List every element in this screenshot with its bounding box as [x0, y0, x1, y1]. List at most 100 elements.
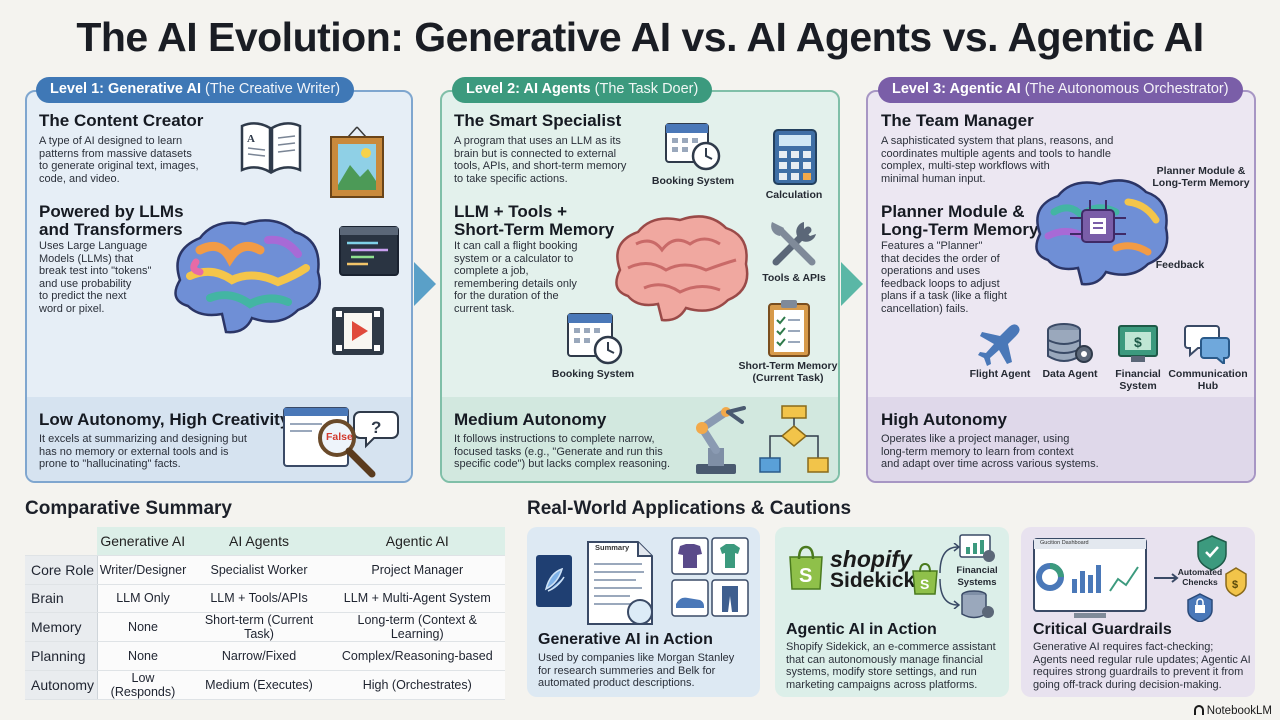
flow-arrow-2 — [841, 262, 863, 306]
money-screen-icon: $ — [1118, 325, 1158, 362]
magnifier-false-icon: ? — [283, 407, 399, 478]
database-gear-icon — [1047, 323, 1093, 363]
table-cell: None — [97, 612, 189, 643]
clipboard-checklist-icon — [768, 300, 810, 357]
booking-system-label-2: Booking System — [551, 368, 635, 380]
feedback-label: Feedback — [1155, 259, 1205, 271]
level-1-heading: The Content Creator — [39, 111, 204, 130]
data-agent-label: Data Agent — [1042, 368, 1098, 380]
table-cell: Long-term (Context & Learning) — [329, 612, 505, 643]
col-header: AI Agents — [188, 527, 330, 557]
summary-doc-label: Summary — [595, 543, 630, 552]
level-3-subdesc: Features a "Planner"that decides the ord… — [881, 240, 1007, 315]
flight-agent-label: Flight Agent — [969, 368, 1031, 380]
svg-text:S: S — [799, 565, 812, 587]
level-3-footer — [868, 397, 1254, 481]
row-label: Memory — [25, 612, 98, 643]
col-header: Generative AI — [97, 527, 189, 557]
level-2-autonomy-heading: Medium Autonomy — [454, 410, 607, 429]
row-label: Brain — [25, 584, 98, 614]
calendar-clock-icon — [567, 313, 623, 365]
book-icon: A — [240, 122, 302, 175]
robot-arm-icon — [696, 406, 746, 474]
brain-icon — [615, 215, 749, 322]
chat-bubbles-icon — [1184, 325, 1230, 364]
table-cell: Specialist Worker — [188, 555, 330, 585]
table-cell: Project Manager — [329, 555, 505, 585]
shopify-bag-icon: S — [789, 545, 823, 590]
video-play-icon — [332, 307, 384, 355]
calendar-clock-icon — [665, 123, 721, 171]
row-label: Planning — [25, 641, 98, 671]
generative-ai-card-heading: Generative AI in Action — [538, 631, 713, 648]
code-window-icon — [339, 226, 399, 276]
level-3-desc: A saphisticated system that plans, reaso… — [881, 135, 1114, 185]
dashboard-monitor-icon — [1033, 538, 1147, 618]
row-label: Autonomy — [25, 670, 98, 700]
summary-document-icon — [587, 541, 653, 625]
svg-text:A: A — [247, 133, 255, 145]
table-cell: Complex/Reasoning-based — [329, 641, 505, 671]
table-row: Autonomy Low (Responds) Medium (Executes… — [25, 670, 505, 700]
level-3-autonomy-heading: High Autonomy — [881, 410, 1007, 429]
svg-text:$: $ — [1232, 579, 1238, 591]
col-header: Agentic AI — [329, 527, 505, 557]
picture-frame-icon — [330, 126, 384, 198]
table-cell: LLM + Multi-Agent System — [329, 584, 505, 614]
notebooklm-logo-icon — [1193, 705, 1204, 715]
svg-text:$: $ — [1134, 334, 1142, 350]
shopify-bag-small-icon: S — [912, 562, 938, 595]
calculation-label: Calculation — [765, 189, 823, 201]
table-row: Memory None Short-term (Current Task) Lo… — [25, 612, 505, 643]
svg-text:?: ? — [371, 418, 381, 437]
dashboard-label: Gucition Dashboard — [1040, 540, 1089, 546]
agentic-ai-card-desc: Shopify Sidekick, an e-commerce assistan… — [786, 641, 996, 691]
row-label: Core Role — [25, 555, 98, 585]
table-cell: LLM Only — [97, 584, 189, 614]
table-cell: Writer/Designer — [97, 555, 189, 585]
level-1-autonomy-desc: It excels at summarizing and designing b… — [39, 433, 247, 470]
planner-brain-icon — [1035, 179, 1169, 286]
level-3-tab: Level 3: Agentic AI (The Autonomous Orch… — [878, 77, 1243, 103]
financial-chart-icon — [959, 534, 995, 562]
table-row: Planning None Narrow/Fixed Complex/Reaso… — [25, 641, 505, 671]
database-gear-icon — [961, 590, 994, 619]
flow-arrow-1 — [414, 262, 436, 306]
comparison-table: Generative AI AI Agents Agentic AI Core … — [25, 527, 505, 700]
guardrails-card-desc: Generative AI requires fact-checking;Age… — [1033, 641, 1251, 691]
flowchart-icon — [759, 405, 829, 473]
automated-checks-icon: $ — [1154, 535, 1247, 622]
notebooklm-brand: NotebookLM — [1193, 705, 1272, 717]
guardrails-card-heading: Critical Guardrails — [1033, 621, 1172, 638]
level-1-tab: Level 1: Generative AI (The Creative Wri… — [36, 77, 355, 103]
tools-apis-label: Tools & APIs — [762, 272, 826, 284]
calculator-icon — [773, 129, 817, 185]
product-grid-icon — [671, 537, 749, 617]
colorful-brain-icon — [174, 219, 321, 334]
table-header-row: Generative AI AI Agents Agentic AI — [25, 527, 505, 557]
level-2-heading: The Smart Specialist — [454, 111, 622, 130]
level-2-autonomy-desc: It follows instructions to complete narr… — [454, 433, 671, 470]
sidekick-logo-text: Sidekick — [830, 569, 916, 592]
svg-text:S: S — [920, 576, 929, 592]
table-cell: None — [97, 641, 189, 671]
table-row: Core Role Writer/Designer Specialist Wor… — [25, 555, 505, 585]
table-row: Brain LLM Only LLM + Tools/APIs LLM + Mu… — [25, 584, 505, 614]
planner-module-label: Planner Module &Long-Term Memory — [1152, 165, 1250, 189]
summary-title: Comparative Summary — [25, 498, 232, 519]
level-3-heading: The Team Manager — [881, 111, 1034, 130]
shopify-logo-text: shopify — [830, 546, 912, 572]
table-cell: High (Orchestrates) — [329, 670, 505, 700]
connector-arrows-icon — [939, 543, 960, 609]
short-term-memory-label: Short-Term Memory(Current Task) — [738, 360, 838, 384]
